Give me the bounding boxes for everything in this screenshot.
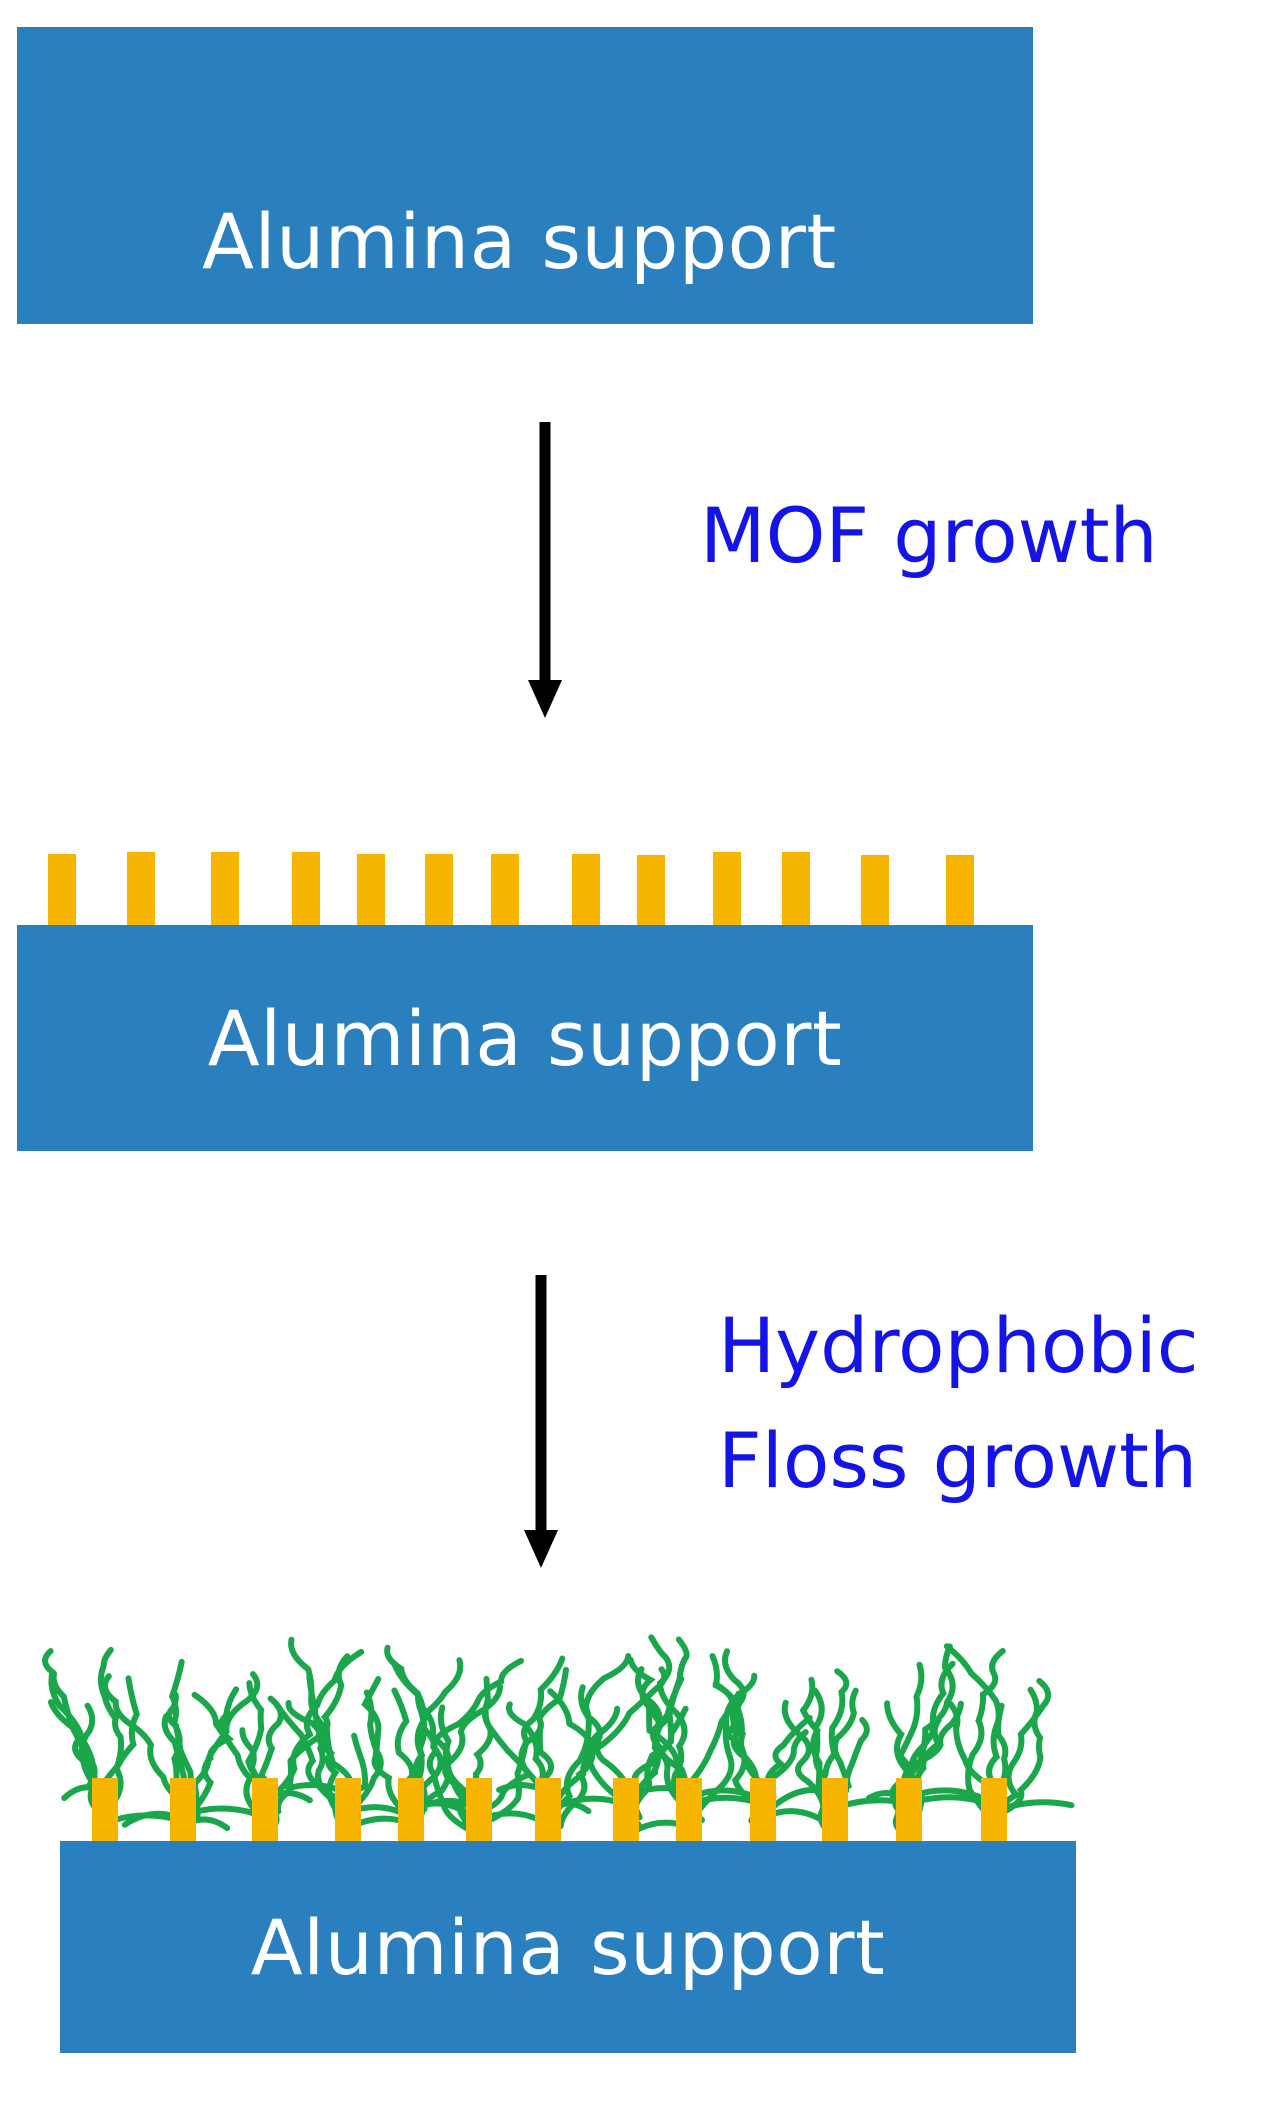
mof-crystal <box>637 855 665 925</box>
mof-crystal <box>252 1778 278 1841</box>
mof-crystal <box>981 1778 1007 1841</box>
floss-strand <box>285 1700 350 1815</box>
floss-strand <box>965 1648 1006 1816</box>
mof-crystal <box>676 1778 702 1841</box>
floss-strand <box>191 1691 260 1815</box>
mof-crystal <box>713 852 741 925</box>
floss-strand <box>97 1646 125 1807</box>
floss-strand <box>998 1678 1052 1818</box>
mof-crystal <box>425 854 453 925</box>
mof-crystal <box>335 1778 361 1841</box>
hydrophobic-label: Hydrophobic <box>718 1301 1199 1390</box>
floss-strand <box>1002 1686 1044 1815</box>
arrow-mof-growth <box>528 422 562 718</box>
mof-growth-label: MOF growth <box>700 491 1158 580</box>
alumina-support-label: Alumina support <box>207 993 843 1083</box>
mof-crystal <box>92 1778 118 1841</box>
alumina-support-stage-2: Alumina support <box>17 925 1033 1151</box>
mof-crystal <box>572 854 600 925</box>
mof-crystal <box>211 852 239 925</box>
mof-crystal <box>861 855 889 925</box>
mof-crystal <box>535 1778 561 1841</box>
mof-crystal <box>292 852 320 925</box>
mof-crystal <box>127 852 155 925</box>
mof-crystal <box>170 1778 196 1841</box>
alumina-support-label: Alumina support <box>250 1902 886 1992</box>
mof-crystal <box>466 1778 492 1841</box>
floss-strand <box>437 1704 478 1812</box>
mof-crystal <box>613 1778 639 1841</box>
mof-crystal <box>946 855 974 925</box>
floss-growth-label: Floss growth <box>718 1416 1198 1505</box>
alumina-support-stage-3: Alumina support <box>60 1841 1076 2053</box>
alumina-support-stage-1: Alumina support <box>17 27 1033 324</box>
floss-strand <box>648 1634 688 1805</box>
mof-crystal <box>782 852 810 925</box>
mof-crystal <box>398 1778 424 1841</box>
mof-crystal <box>357 854 385 925</box>
floss-strand <box>630 1636 690 1811</box>
mof-crystals-stage-3 <box>92 1778 1007 1841</box>
floss-strand <box>361 1676 404 1812</box>
mof-crystal <box>48 854 76 925</box>
mof-crystals-stage-2 <box>48 852 974 925</box>
floss-strand <box>547 1653 632 1832</box>
mof-crystal <box>491 854 519 925</box>
mof-crystal <box>822 1778 848 1841</box>
mof-crystal <box>750 1778 776 1841</box>
alumina-support-label: Alumina support <box>202 197 837 286</box>
floss-strand <box>101 1673 186 1805</box>
arrow-floss-growth <box>524 1275 558 1568</box>
floss-strand <box>630 1705 689 1823</box>
mof-crystal <box>896 1778 922 1841</box>
